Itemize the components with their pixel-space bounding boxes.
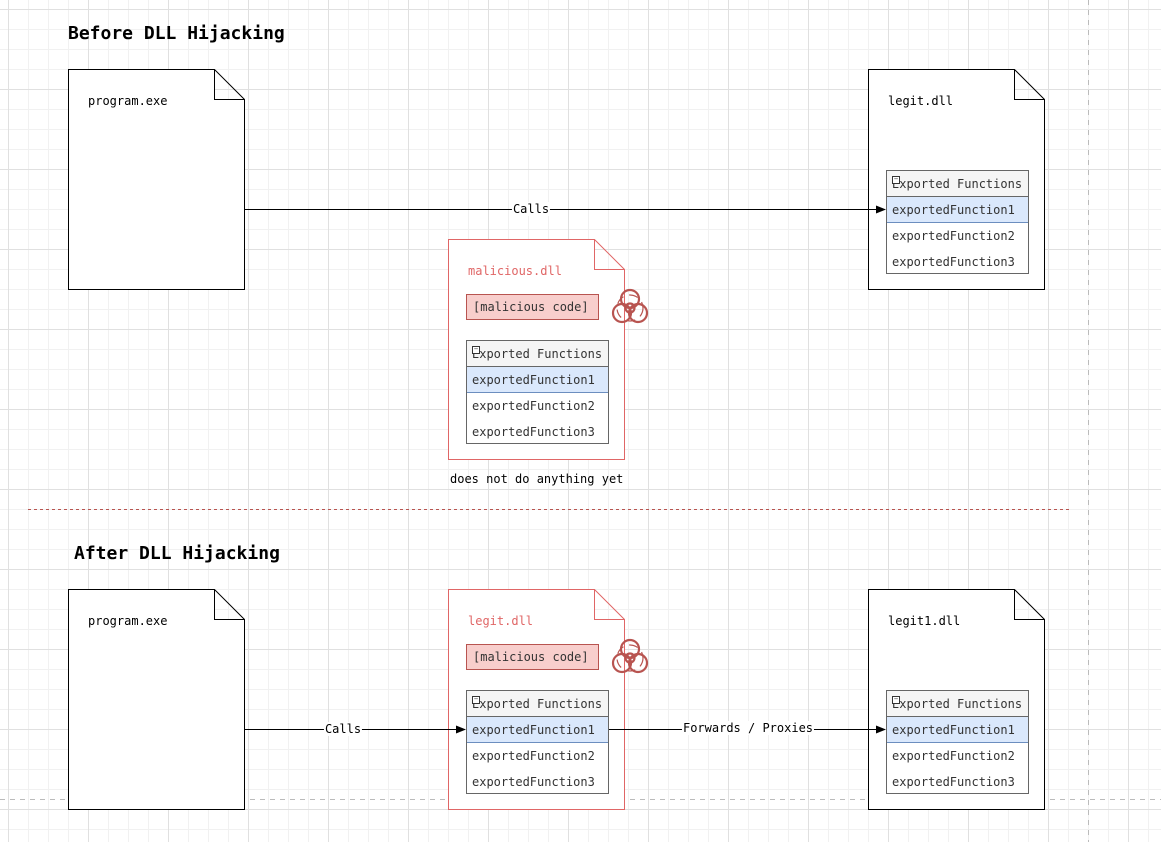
hijack-export-table[interactable]: − Exported Functions exportedFunction1 e… xyxy=(466,690,609,794)
export-row[interactable]: exportedFunction2 xyxy=(472,749,595,763)
forwards-label: Forwards / Proxies xyxy=(681,721,815,735)
legit-export-table[interactable]: − Exported Functions exportedFunction1 e… xyxy=(886,170,1029,274)
calls-label-before: Calls xyxy=(511,202,551,216)
legit-dll-label: legit.dll xyxy=(888,94,954,108)
export-row[interactable]: exportedFunction1 xyxy=(467,367,608,393)
collapse-icon[interactable]: − xyxy=(472,696,480,704)
export-row[interactable]: exportedFunction2 xyxy=(892,749,1015,763)
legit1-dll-label: legit1.dll xyxy=(888,614,961,628)
export-row[interactable]: exportedFunction1 xyxy=(467,717,608,743)
hijack-dll-label: legit.dll xyxy=(468,614,534,628)
legit1-export-table[interactable]: − Exported Functions exportedFunction1 e… xyxy=(886,690,1029,794)
export-row[interactable]: exportedFunction1 xyxy=(887,197,1028,223)
export-row[interactable]: exportedFunction3 xyxy=(892,255,1015,269)
calls-label-after: Calls xyxy=(323,722,363,736)
export-row[interactable]: exportedFunction2 xyxy=(472,399,595,413)
after-heading: After DLL Hijacking xyxy=(74,543,280,564)
collapse-icon[interactable]: − xyxy=(892,696,900,704)
export-table-header: − Exported Functions xyxy=(467,691,608,717)
export-table-header: − Exported Functions xyxy=(887,171,1028,197)
export-row[interactable]: exportedFunction3 xyxy=(892,775,1015,789)
program-exe-after-label: program.exe xyxy=(88,614,168,628)
malicious-dll-label: malicious.dll xyxy=(468,264,562,278)
export-row[interactable]: exportedFunction1 xyxy=(887,717,1028,743)
collapse-icon[interactable]: − xyxy=(472,346,480,354)
collapse-icon[interactable]: − xyxy=(892,176,900,184)
program-exe-label: program.exe xyxy=(88,94,168,108)
malicious-code-block[interactable]: [malicious code] xyxy=(466,294,599,320)
export-table-header: − Exported Functions xyxy=(467,341,608,367)
export-row[interactable]: exportedFunction2 xyxy=(892,229,1015,243)
malicious-export-table[interactable]: − Exported Functions exportedFunction1 e… xyxy=(466,340,609,444)
malicious-code-block-after[interactable]: [malicious code] xyxy=(466,644,599,670)
program-exe-document-shape[interactable] xyxy=(68,69,245,290)
program-exe-after-document-shape[interactable] xyxy=(68,589,245,810)
export-row[interactable]: exportedFunction3 xyxy=(472,425,595,439)
export-row[interactable]: exportedFunction3 xyxy=(472,775,595,789)
export-table-header: − Exported Functions xyxy=(887,691,1028,717)
before-heading: Before DLL Hijacking xyxy=(68,23,285,44)
malicious-caption: does not do anything yet xyxy=(450,472,624,486)
